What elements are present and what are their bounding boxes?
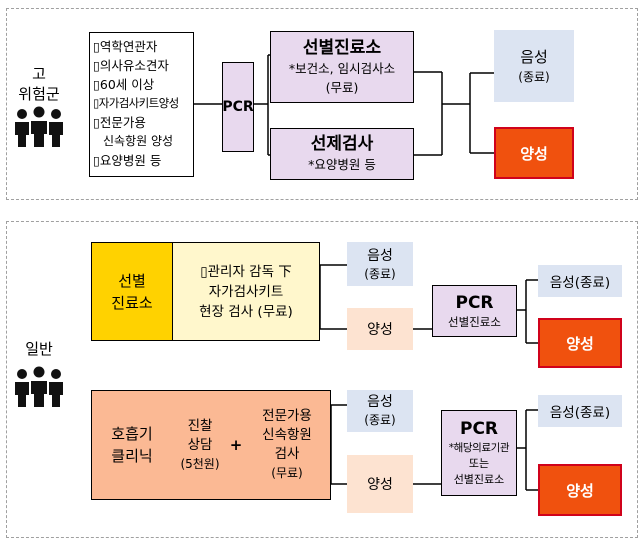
connector-c1-split <box>319 264 347 330</box>
test-line4: (무료) <box>271 466 303 480</box>
pcr-sub: 선별진료소 <box>448 314 501 329</box>
negative-title: 음성 <box>520 48 548 66</box>
respiratory-clinic-title-cell: 호흡기 클리닉 <box>92 391 172 499</box>
respiratory-consult-cell: 진찰 상담 (5천원) <box>172 391 228 499</box>
high-risk-pcr-label: PCR <box>222 99 254 115</box>
clinic1-positive-box: 양성 <box>347 308 413 350</box>
high-risk-negative-box: 음성 (종료) <box>494 30 574 102</box>
general-panel <box>6 221 638 538</box>
consult-line2: 상담 <box>187 436 213 453</box>
criteria-item: ▯의사유소견자 <box>93 58 169 73</box>
final-negative-label: 음성(종료) <box>549 405 611 421</box>
respiratory-test-cell: 전문가용 신속항원 검사 (무료) <box>244 391 330 499</box>
positive-label: 양성 <box>566 481 594 500</box>
preemptive-sub: *요양병원 등 <box>308 157 376 172</box>
clinic1-pcr-box: PCR 선별진료소 <box>432 285 517 337</box>
general-screening-title-cell: 선별 진료소 <box>92 243 173 340</box>
negative-sub: (종료) <box>364 413 396 427</box>
screening-title: 선별진료소 <box>302 38 382 58</box>
connector-c2-pcr-out <box>517 409 538 491</box>
clinic2-final-negative-box: 음성(종료) <box>538 395 622 427</box>
general-screening-desc-cell: ▯관리자 감독 下 자가검사키트 현장 검사 (무료) <box>173 243 319 340</box>
preemptive-test-box: 선제검사 *요양병원 등 <box>270 128 414 180</box>
clinic2-title-line2: 클리닉 <box>111 447 153 465</box>
high-risk-panel <box>6 8 638 200</box>
connector-c1-pcr-out <box>517 279 538 344</box>
connector-pcr-branch <box>254 54 270 156</box>
clinic1-desc-line3: 현장 검사 (무료) <box>199 303 293 320</box>
high-risk-criteria-list: ▯역학연관자 ▯의사유소견자 ▯60세 이상 ▯자가검사키트양성 ▯전문가용 신… <box>89 32 194 177</box>
pcr-sub-line3: 선별진료소 <box>453 473 505 486</box>
respiratory-plus: + <box>228 391 244 499</box>
criteria-item: ▯요양병원 등 <box>93 153 162 168</box>
respiratory-clinic-group: 호흡기 클리닉 진찰 상담 (5천원) + 전문가용 신속항원 검사 (무료) <box>91 390 331 500</box>
test-line3: 검사 <box>274 446 300 462</box>
pcr-title: PCR <box>459 419 499 439</box>
connector-merge <box>441 72 494 155</box>
pcr-title: PCR <box>455 292 494 313</box>
consult-line1: 진찰 <box>187 417 213 434</box>
positive-label: 양성 <box>367 477 393 493</box>
screening-sub1: *보건소, 임시검사소 <box>288 61 396 76</box>
clinic2-pcr-box: PCR *해당의료기관 또는 선별진료소 <box>441 410 517 496</box>
positive-label: 양성 <box>520 144 548 163</box>
high-risk-label-line1: 고 <box>32 65 46 83</box>
clinic1-title-line1: 선별 <box>118 271 146 290</box>
clinic2-final-positive-box: 양성 <box>538 464 622 516</box>
clinic1-desc-line2: 자가검사키트 <box>208 283 284 300</box>
people-icon <box>14 366 64 408</box>
negative-title: 음성 <box>367 394 393 410</box>
negative-sub: (종료) <box>518 70 550 84</box>
pcr-sub-line2: 또는 <box>468 457 490 470</box>
criteria-item: ▯전문가용 <box>93 115 146 130</box>
clinic1-desc-line1: ▯관리자 감독 下 <box>200 263 292 280</box>
screening-clinic-box: 선별진료소 *보건소, 임시검사소 (무료) <box>270 31 414 103</box>
clinic1-title-line2: 진료소 <box>111 293 153 312</box>
final-negative-label: 음성(종료) <box>549 275 611 291</box>
high-risk-label-line2: 위험군 <box>18 85 60 103</box>
high-risk-label: 고 위험군 <box>14 64 64 104</box>
general-screening-group: 선별 진료소 ▯관리자 감독 下 자가검사키트 현장 검사 (무료) <box>91 242 320 341</box>
clinic2-title-line1: 호흡기 <box>111 425 153 443</box>
negative-title: 음성 <box>367 247 393 264</box>
general-label: 일반 <box>14 340 64 358</box>
positive-label: 양성 <box>566 334 594 353</box>
criteria-item: ▯자가검사키트양성 <box>93 96 179 110</box>
criteria-item: 신속항원 양성 <box>103 134 174 148</box>
test-line1: 전문가용 <box>262 408 312 424</box>
preemptive-title: 선제검사 <box>310 134 374 154</box>
consult-line3: (5천원) <box>180 456 220 471</box>
clinic2-positive-box: 양성 <box>347 455 413 513</box>
positive-label: 양성 <box>367 322 393 338</box>
plus-sign: + <box>229 436 243 454</box>
clinic2-negative-box: 음성 (종료) <box>347 390 413 432</box>
test-line2: 신속항원 <box>262 427 312 443</box>
pcr-sub-line1: *해당의료기관 <box>448 442 510 454</box>
clinic1-final-positive-box: 양성 <box>538 318 622 368</box>
general-label-text: 일반 <box>25 340 53 358</box>
criteria-item: ▯60세 이상 <box>93 77 155 92</box>
high-risk-positive-box: 양성 <box>494 127 574 179</box>
connector-c2-split <box>330 404 347 485</box>
people-icon <box>14 106 64 148</box>
negative-sub: (종료) <box>364 266 396 281</box>
clinic1-negative-box: 음성 (종료) <box>347 242 413 286</box>
clinic1-final-negative-box: 음성(종료) <box>538 265 622 297</box>
screening-sub2: (무료) <box>325 80 359 95</box>
criteria-item: ▯역학연관자 <box>93 39 158 54</box>
high-risk-pcr: PCR <box>222 62 254 152</box>
